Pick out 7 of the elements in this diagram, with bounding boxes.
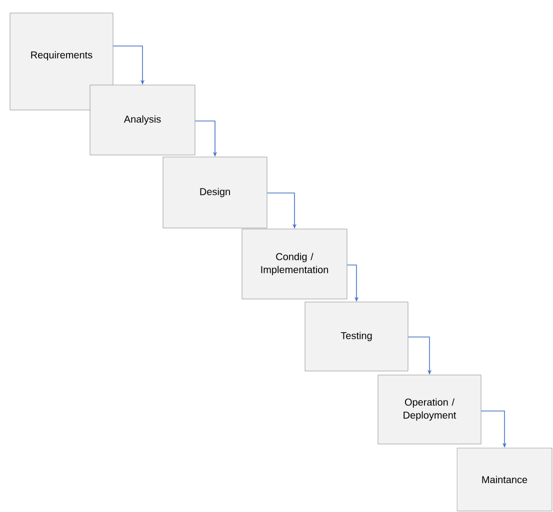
process-box: Requirements <box>10 12 114 110</box>
process-box: Design <box>162 156 268 228</box>
process-box: Testing <box>304 302 408 372</box>
process-box: Maintance <box>456 448 552 512</box>
process-box: Operation / Deployment <box>378 374 482 444</box>
process-box: Condig / Implementation <box>242 228 348 300</box>
process-box: Analysis <box>90 84 196 156</box>
